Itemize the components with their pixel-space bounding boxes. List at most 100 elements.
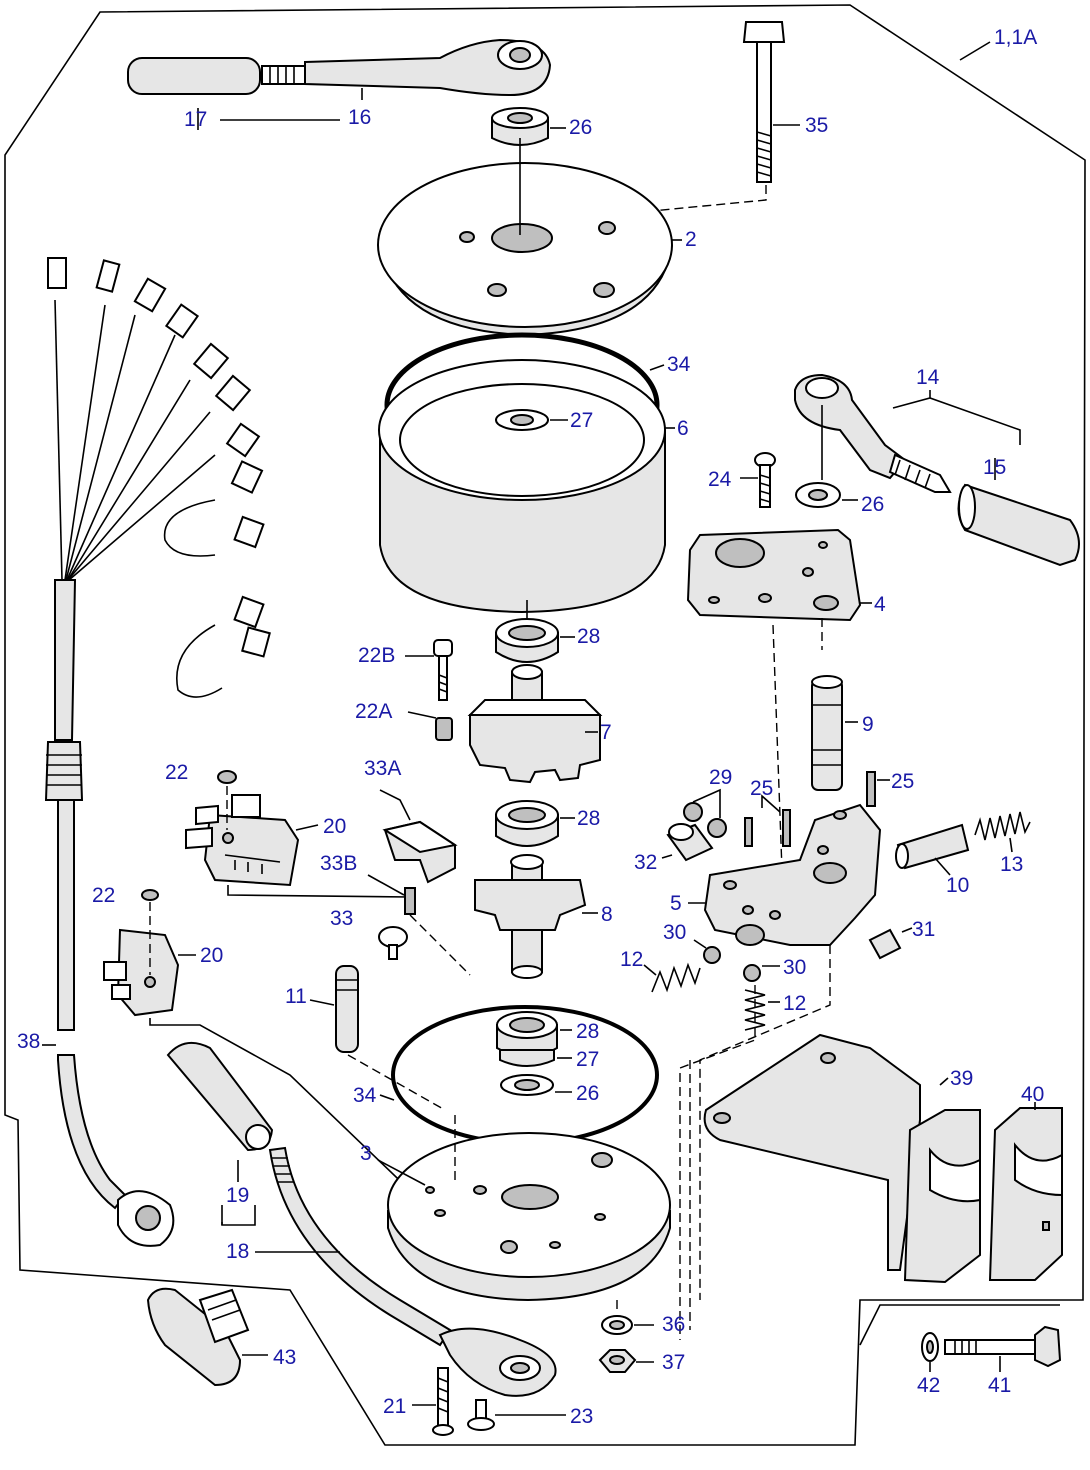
- nut-22-lower: [141, 889, 159, 901]
- bearing-28-bottom: [496, 1011, 558, 1058]
- callout-18: 18: [226, 1240, 249, 1263]
- ball-30-left: [703, 946, 721, 964]
- nut-37: [598, 1349, 637, 1373]
- callout-35: 35: [805, 114, 828, 137]
- wire-harness-38: [44, 257, 271, 1247]
- spring-12-right: [744, 989, 766, 1031]
- pin-33b: [404, 887, 416, 915]
- washer-36: [601, 1315, 633, 1335]
- callout-26-top: 26: [569, 116, 592, 139]
- callout-9: 9: [862, 713, 874, 736]
- callout-22b: 22B: [358, 644, 395, 667]
- callout-41: 41: [988, 1374, 1011, 1397]
- bearing-28-top: [495, 618, 559, 663]
- callout-17: 17: [184, 108, 207, 131]
- pin-32: [666, 823, 714, 862]
- pin-25-right: [866, 771, 876, 807]
- cam-8: [474, 854, 587, 979]
- clamp-half-39: [903, 1109, 981, 1284]
- callout-15: 15: [983, 456, 1006, 479]
- callout-43: 43: [273, 1346, 296, 1369]
- callout-37: 37: [662, 1351, 685, 1374]
- bracket-39: [703, 1033, 921, 1271]
- callout-12-left: 12: [620, 948, 643, 971]
- callout-31: 31: [912, 918, 935, 941]
- callout-30-left: 30: [663, 921, 686, 944]
- callout-24: 24: [708, 468, 732, 491]
- callout-22-lower: 22: [92, 884, 115, 907]
- base-plate-3: [387, 1132, 671, 1302]
- callout-8: 8: [601, 903, 613, 926]
- callout-27-bottom: 27: [576, 1048, 599, 1071]
- callout-4: 4: [874, 593, 886, 616]
- cover-plate-2: [377, 162, 673, 337]
- callout-40: 40: [1021, 1083, 1044, 1106]
- callout-20-upper: 20: [323, 815, 346, 838]
- callout-5: 5: [670, 892, 682, 915]
- screw-21: [432, 1367, 454, 1436]
- callout-30-right: 30: [783, 956, 806, 979]
- callout-42: 42: [917, 1374, 940, 1397]
- callout-34-top: 34: [667, 353, 691, 376]
- callout-32: 32: [634, 851, 657, 874]
- callout-23: 23: [570, 1405, 593, 1428]
- callout-21: 21: [383, 1395, 406, 1418]
- callout-22a: 22A: [355, 700, 392, 723]
- bearing-28-middle: [495, 800, 559, 847]
- pin-11: [335, 965, 359, 1053]
- callout-33a: 33A: [364, 757, 401, 780]
- spring-13: [974, 811, 1031, 841]
- screw-23: [467, 1399, 495, 1431]
- callout-1-1a: 1,1A: [994, 26, 1037, 49]
- strap-43: [146, 1287, 250, 1387]
- plate-4: [686, 528, 862, 622]
- ball-29-b: [707, 818, 727, 838]
- callout-28-top: 28: [577, 625, 600, 648]
- seal-27-bottom: [499, 1049, 555, 1067]
- pin-10: [895, 823, 970, 870]
- callout-28-bottom: 28: [576, 1020, 599, 1043]
- callout-19: 19: [226, 1184, 249, 1207]
- lever-18: [166, 1041, 557, 1397]
- washer-26-right: [795, 482, 841, 508]
- callout-16: 16: [348, 106, 371, 129]
- lever-14: [794, 373, 952, 493]
- bolt-41: [944, 1325, 1062, 1368]
- callout-25-left: 25: [750, 777, 773, 800]
- pin-25-left-b: [782, 809, 791, 847]
- callout-33b: 33B: [320, 852, 357, 875]
- block-5: [703, 803, 882, 946]
- callout-26-right: 26: [861, 493, 884, 516]
- callout-2: 2: [685, 228, 697, 251]
- ball-30-right: [743, 964, 761, 982]
- bolt-35: [742, 21, 786, 183]
- block-33a: [382, 820, 458, 884]
- callout-33: 33: [330, 907, 353, 930]
- callout-7: 7: [600, 721, 612, 744]
- lever-16: [127, 38, 552, 97]
- nut-22-upper: [217, 770, 237, 784]
- spacer-22a: [435, 717, 453, 741]
- housing-6: [378, 359, 666, 614]
- callout-38: 38: [17, 1030, 40, 1053]
- pin-25-left-a: [744, 817, 753, 847]
- callout-20-lower: 20: [200, 944, 223, 967]
- callout-39: 39: [950, 1067, 973, 1090]
- screw-24: [754, 452, 776, 508]
- callout-11: 11: [285, 985, 307, 1008]
- callout-36: 36: [662, 1313, 685, 1336]
- cam-7: [467, 664, 603, 784]
- callout-labels: 1,1A 2 3 4 5 6 7 8 9 10 11 12 12 13 14 1…: [17, 26, 1044, 1428]
- callout-27-top: 27: [570, 409, 593, 432]
- callout-22-upper: 22: [165, 761, 188, 784]
- spring-12-left: [651, 962, 701, 993]
- callout-13: 13: [1000, 853, 1023, 876]
- callout-34-bottom: 34: [353, 1084, 377, 1107]
- callout-12-right: 12: [783, 992, 806, 1015]
- clamp-half-40: [988, 1107, 1063, 1281]
- callout-29: 29: [709, 766, 732, 789]
- screw-22b: [433, 639, 453, 701]
- callout-3: 3: [360, 1142, 372, 1165]
- screw-33: [378, 926, 408, 960]
